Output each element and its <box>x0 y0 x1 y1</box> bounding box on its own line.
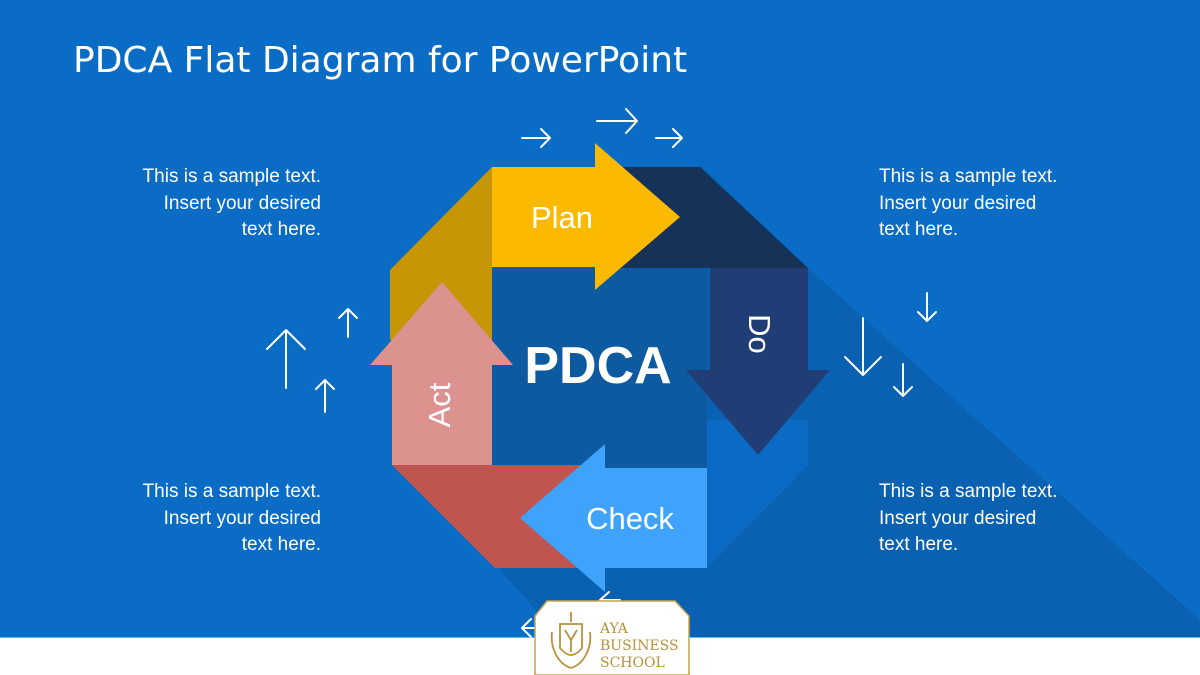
note-line: This is a sample text. <box>879 481 1058 502</box>
arrow-down-icon <box>917 292 937 322</box>
center-label: PDCA <box>524 337 671 395</box>
note-line: Insert your desired <box>163 192 321 214</box>
do-arrow <box>686 268 830 455</box>
note-bottom-right: This is a sample text. Insert your desir… <box>879 479 1139 559</box>
note-line: This is a sample text. <box>879 166 1058 187</box>
plan-arrow <box>492 143 680 290</box>
check-fold <box>707 420 808 568</box>
note-line: This is a sample text. <box>142 481 321 502</box>
plan-fold <box>390 167 492 340</box>
note-line: text here. <box>879 534 959 555</box>
do-fold <box>610 167 808 268</box>
note-line: Insert your desired <box>879 192 1037 214</box>
arrow-up-icon <box>315 379 335 413</box>
logo-emblem-icon <box>550 612 592 669</box>
arrow-down-icon <box>893 363 913 397</box>
act-label: Act <box>422 382 457 427</box>
act-fold <box>392 465 580 568</box>
note-line: This is a sample text. <box>142 166 321 187</box>
do-label: Do <box>742 314 777 354</box>
logo-badge <box>534 600 690 675</box>
logo-line-2: BUSINESS <box>600 638 679 654</box>
note-top-left: This is a sample text. Insert your desir… <box>61 164 321 244</box>
plan-label: Plan <box>531 200 593 235</box>
arrow-down-icon <box>844 317 882 376</box>
arrow-right-icon <box>596 108 638 134</box>
check-arrow <box>520 444 707 592</box>
note-line: text here. <box>241 534 321 555</box>
aya-business-school-logo: AYA BUSINESS SCHOOL <box>534 600 690 675</box>
note-line: Insert your desired <box>879 507 1037 529</box>
logo-line-1: AYA <box>599 621 629 637</box>
arrow-up-icon <box>338 308 358 338</box>
decor-arrows-up <box>266 308 358 413</box>
note-line: Insert your desired <box>163 507 321 529</box>
decor-arrows-down <box>844 292 937 397</box>
note-line: text here. <box>879 219 959 240</box>
decor-arrows-right <box>521 108 683 148</box>
arrow-right-icon <box>655 128 683 148</box>
note-line: text here. <box>241 219 321 240</box>
note-top-right: This is a sample text. Insert your desir… <box>879 164 1139 244</box>
arrow-right-icon <box>521 128 551 148</box>
slide-title: PDCA Flat Diagram for PowerPoint <box>73 40 688 81</box>
center-square <box>492 267 707 467</box>
arrow-up-icon <box>266 329 306 389</box>
act-arrow <box>370 282 513 465</box>
check-label: Check <box>586 501 674 536</box>
note-bottom-left: This is a sample text. Insert your desir… <box>61 479 321 559</box>
logo-line-3: SCHOOL <box>600 655 665 671</box>
